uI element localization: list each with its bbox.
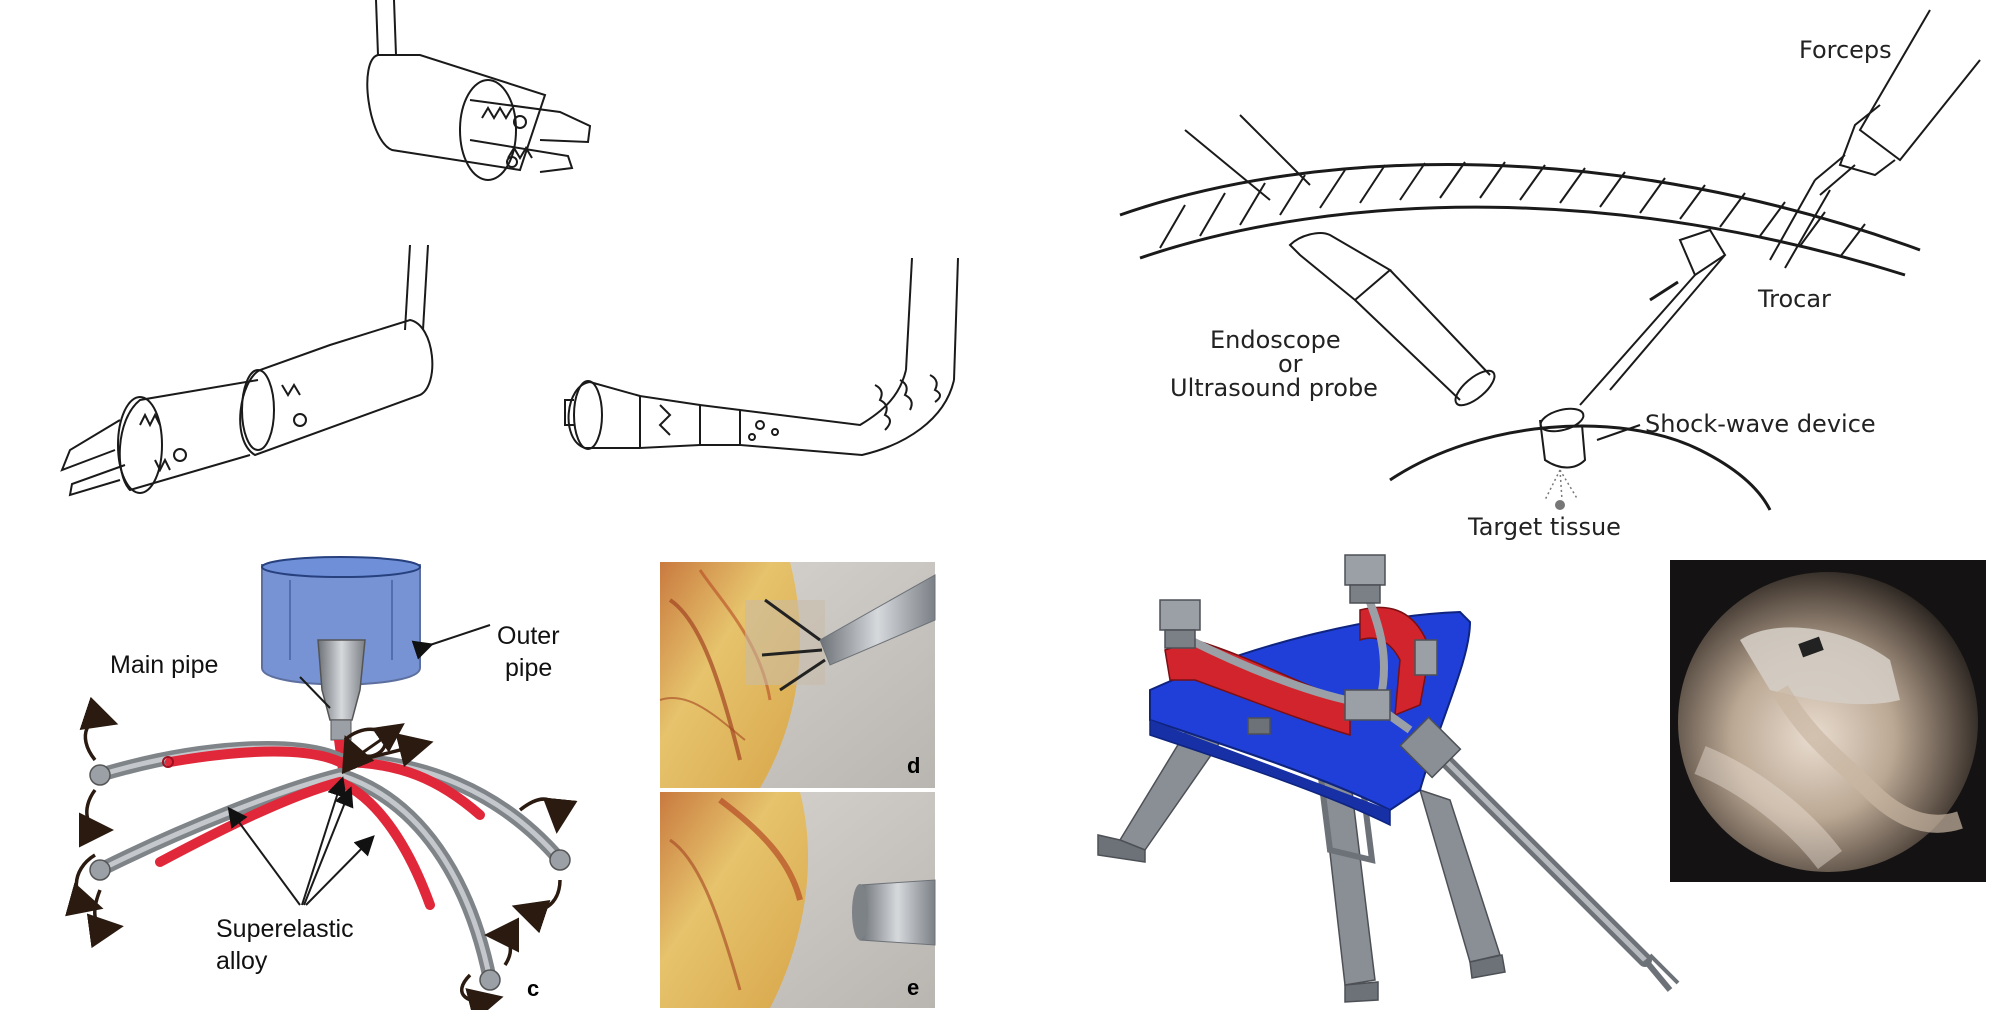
alloy-leader-4 [305,835,375,906]
spring-top [481,106,533,160]
rods-and-clamps [1159,554,1438,735]
gripper-device-top [366,0,592,181]
trocar [1579,228,1727,406]
body-wall [1119,161,1921,277]
panel-letter-e: e [907,975,919,1000]
panel-e-photo: e [660,792,936,1008]
panel-letter-c: c [527,976,539,1001]
forceps [1769,9,1981,269]
gripper-device-left [60,244,434,497]
panel-c-gripper: Main pipe Outer pipe Superelastic alloy … [65,556,578,1010]
outer-pipe-label-line1: Outer [497,622,560,650]
panel-letter-d: d [907,753,920,778]
label-forceps: Forceps [1799,36,1892,64]
rotation-arrows [65,696,578,1010]
outer-pipe-leader [411,624,491,660]
stand-legs [1097,724,1506,1003]
bent-shaft-device [564,257,959,457]
target-tissue-surface [1389,424,1772,511]
robot-stand-render [1097,554,1680,1003]
endoscopic-view [1670,560,1986,882]
label-endoscope-line1: Endoscope [1210,326,1341,354]
main-pipe-leader [299,676,331,709]
label-endoscope-line2: or [1278,350,1303,378]
alloy-leader-3 [303,786,354,906]
outer-pipe [261,556,421,686]
label-shock-wave: Shock-wave device [1645,410,1876,438]
label-endoscope-line3: Ultrasound probe [1170,374,1378,402]
schematic-shockwave: Forceps Trocar Endoscope or Ultrasound p… [1119,9,1981,541]
outer-pipe-label-line2: pipe [505,654,552,682]
panel-d-photo: d [659,562,936,788]
alloy-leader-1 [227,806,301,906]
top-left-device-drawings [60,0,959,497]
alloy-leader-2 [301,776,347,906]
shock-wave-leader [1596,424,1641,441]
main-pipe-label: Main pipe [110,651,218,679]
label-target-tissue: Target tissue [1467,513,1621,541]
endoscope [1288,232,1496,407]
shock-wave-device [1539,407,1587,510]
alloy-label-line1: Superelastic [216,915,354,943]
label-trocar: Trocar [1757,285,1831,313]
port-tube [1184,114,1311,201]
alloy-label-line2: alloy [216,947,268,975]
instrument-shaft [1399,716,1680,992]
